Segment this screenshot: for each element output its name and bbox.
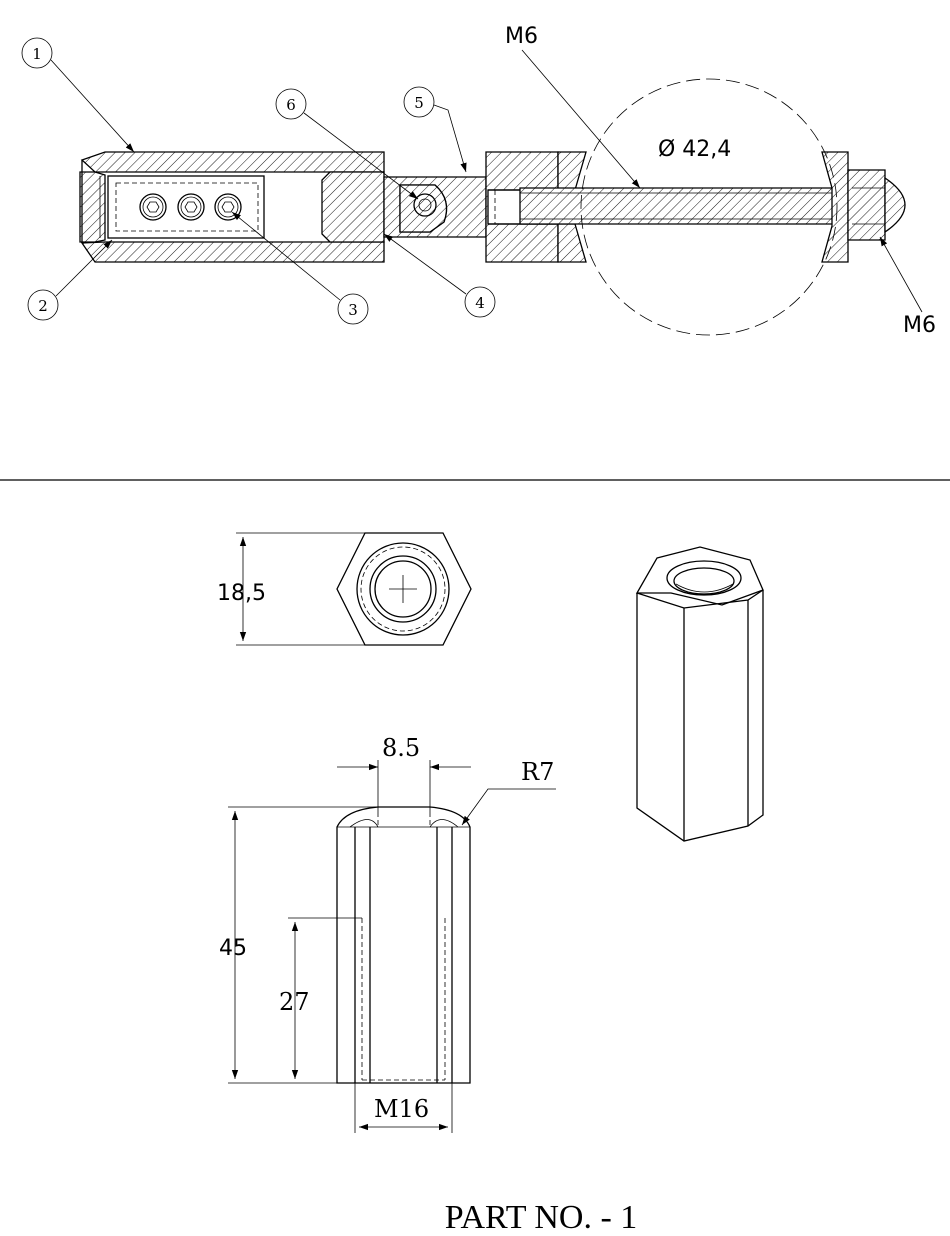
part-side-view: 8.5 R7 45 27 M16	[219, 734, 556, 1133]
thread-callout-top: M6	[505, 24, 641, 189]
dimension-across-flats: 18,5	[217, 532, 365, 646]
top-width-value: 8.5	[382, 734, 420, 762]
screw-1	[139, 193, 167, 221]
dimension-radius: R7	[461, 758, 556, 826]
thread-label-top: M6	[505, 24, 538, 49]
detail-diameter-label: Ø 42,4	[658, 137, 731, 162]
link-and-pin	[383, 176, 487, 238]
balloon-1-label: 1	[32, 45, 42, 63]
balloon-5-label: 5	[414, 94, 424, 112]
across-flats-value: 18,5	[217, 581, 266, 606]
thread-depth-value: 27	[279, 988, 310, 1016]
balloon-3-label: 3	[348, 301, 358, 319]
assembly-section-view: 1 2 3 4 5 6 M6	[21, 24, 936, 338]
balloon-1: 1	[21, 37, 135, 153]
radius-value: R7	[521, 758, 554, 786]
balloon-4: 4	[383, 233, 496, 318]
balloon-5: 5	[403, 86, 467, 173]
balloon-3: 3	[231, 211, 369, 325]
balloon-4-label: 4	[475, 294, 485, 312]
part-isometric-view	[635, 546, 764, 842]
balloon-6: 6	[275, 88, 419, 200]
thread-label-right: M6	[903, 313, 936, 338]
tube-body	[79, 151, 385, 263]
screw-3	[214, 193, 242, 221]
dimension-thread-size: M16	[354, 1083, 453, 1133]
socket-screws	[139, 193, 242, 221]
screw-2	[177, 193, 205, 221]
thread-size-value: M16	[374, 1095, 429, 1123]
part-end-view: 18,5	[217, 532, 472, 646]
part-title: PART NO. - 1	[445, 1199, 638, 1236]
end-nut	[821, 151, 906, 263]
end-plug	[321, 171, 385, 243]
balloon-2-label: 2	[38, 297, 48, 315]
dimension-top-width: 8.5	[337, 734, 471, 812]
dimension-overall-length: 45	[219, 806, 378, 1084]
detail-circle	[580, 78, 838, 336]
inner-plate	[107, 175, 265, 239]
balloon-2: 2	[27, 239, 113, 321]
balloon-6-label: 6	[286, 96, 296, 114]
dimension-thread-depth: 27	[279, 917, 362, 1079]
overall-length-value: 45	[219, 936, 247, 961]
thread-callout-right: M6	[879, 236, 936, 338]
